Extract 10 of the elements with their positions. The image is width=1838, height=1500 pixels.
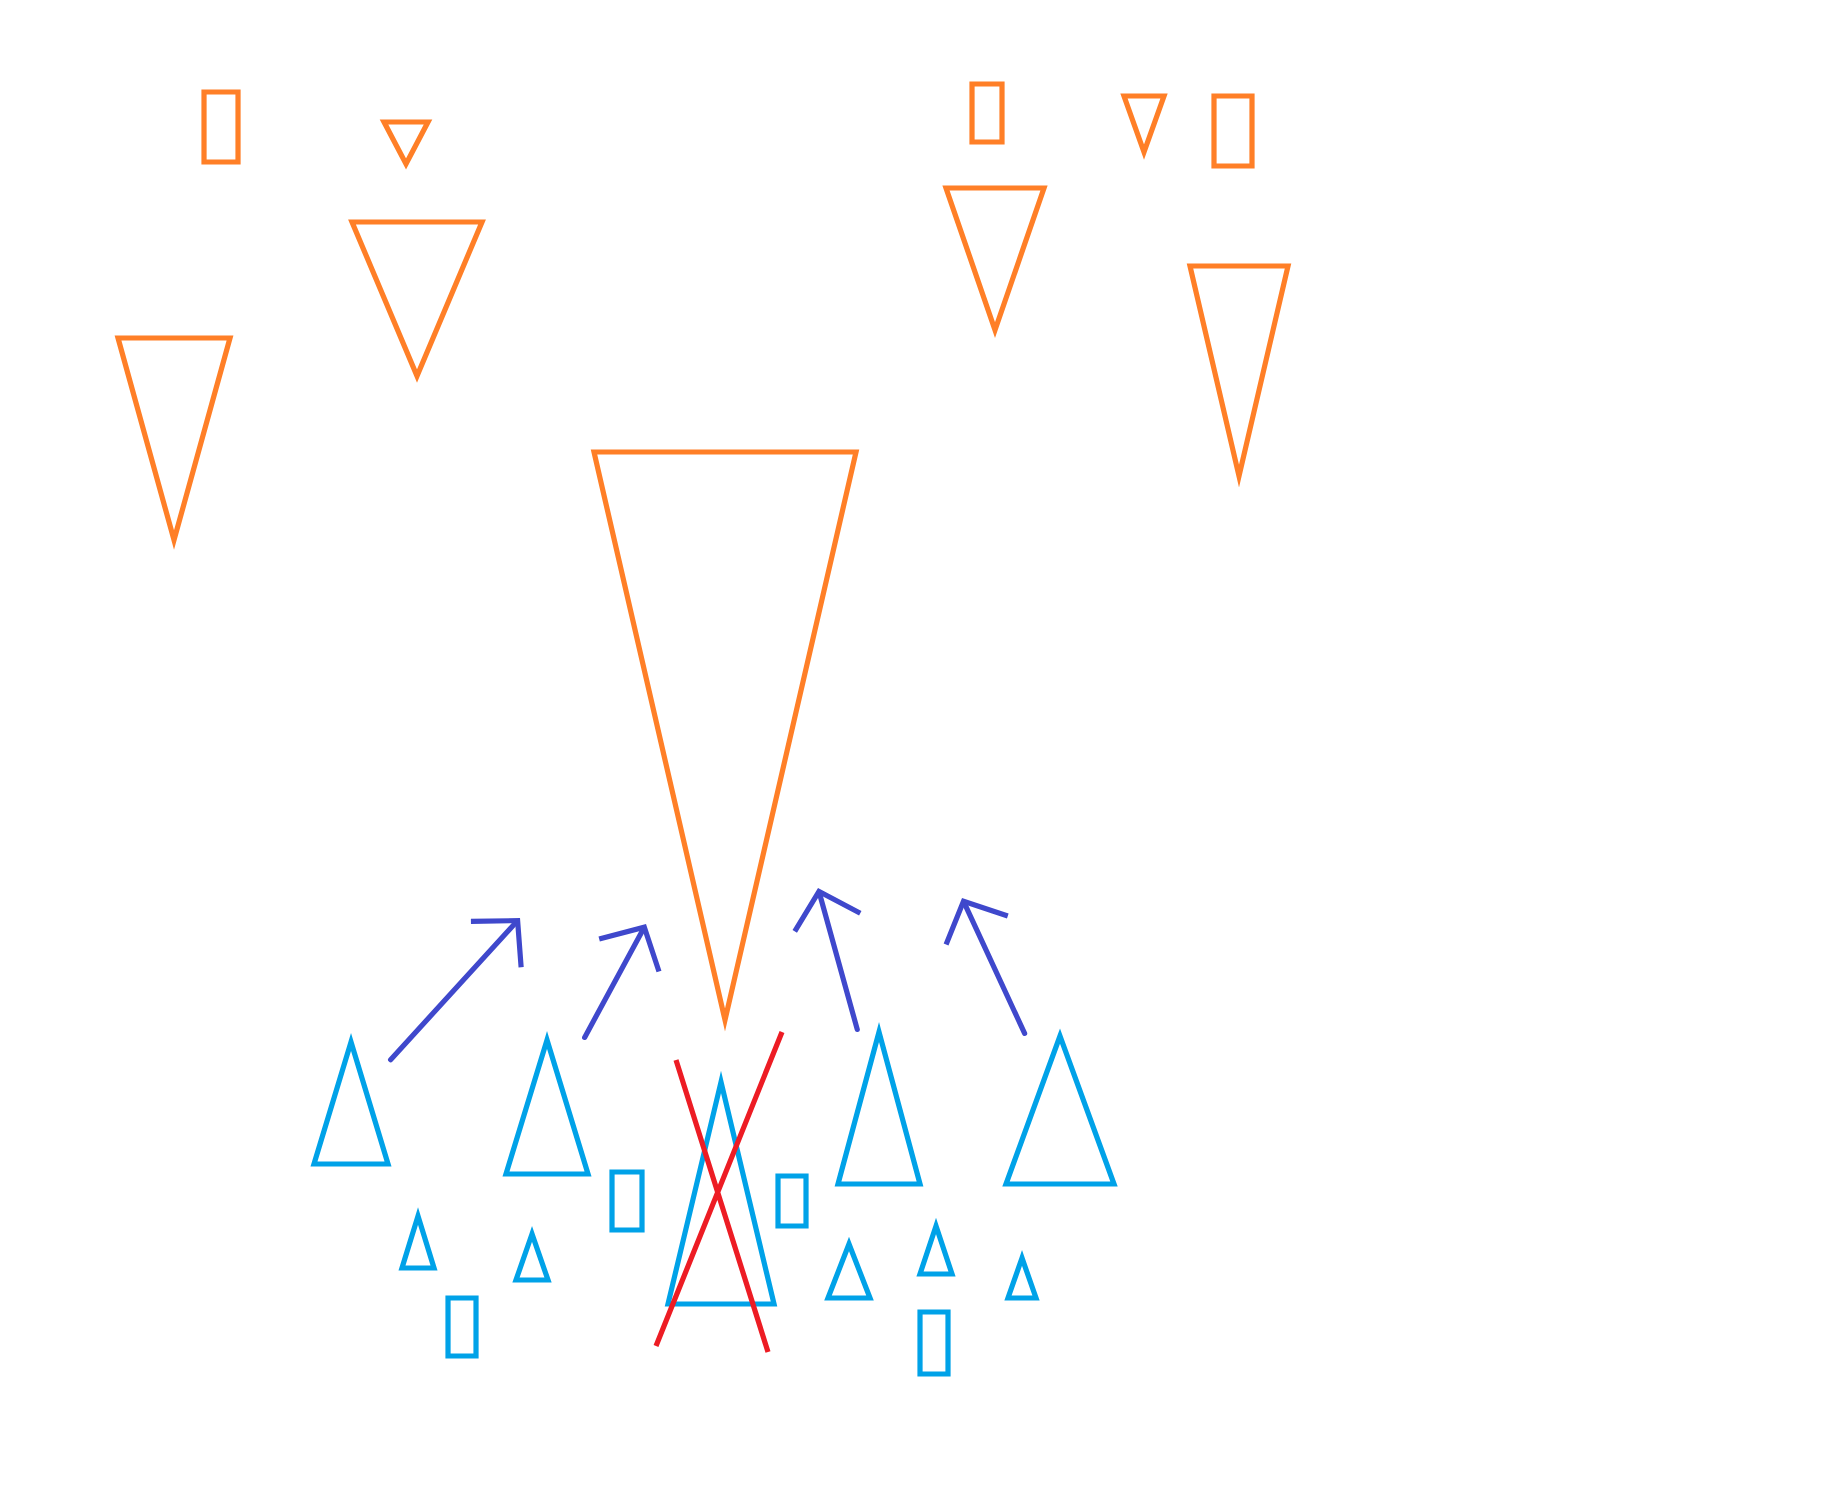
arrow (388, 918, 524, 1063)
rectangle (1211, 93, 1255, 169)
rectangle (775, 1173, 809, 1229)
rectangle (917, 1309, 951, 1377)
rectangle (445, 1295, 479, 1359)
rectangle (969, 81, 1005, 145)
arrow (943, 898, 1028, 1036)
rectangle (609, 1169, 645, 1233)
rectangle (201, 89, 241, 165)
arrow (792, 888, 862, 1032)
